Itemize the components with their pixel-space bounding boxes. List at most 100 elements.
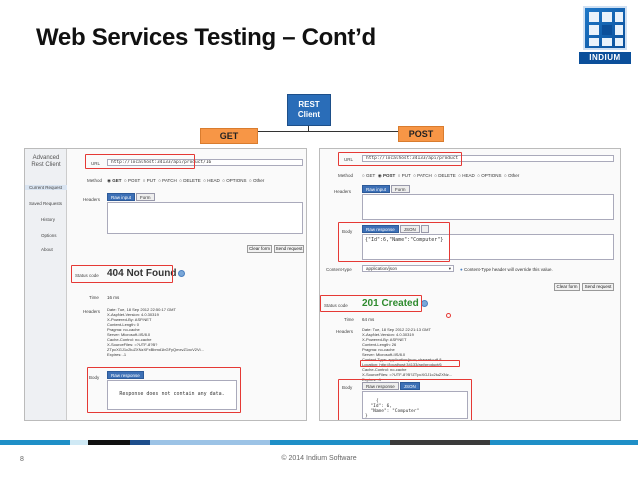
indium-logo: INDIUM (579, 6, 631, 64)
status-code-label: Status code (75, 273, 99, 278)
radio-head[interactable]: ○ HEAD (203, 178, 220, 183)
page-number: 8 (20, 456, 24, 463)
time-label: Time (344, 317, 354, 322)
body-textarea[interactable]: {"Id":6,"Name":"Computer"} (362, 234, 614, 260)
radio-post[interactable]: ○ POST (123, 178, 141, 183)
response-json: { "Id": 6, "Name": "Computer" } (365, 399, 420, 419)
radio-other[interactable]: ○ Other (249, 178, 265, 183)
status-highlight (71, 265, 173, 283)
radio-put[interactable]: ○ PUT (397, 173, 411, 178)
url-label: URL (91, 161, 101, 166)
get-screenshot: Advanced Rest Client Current Request Sav… (24, 148, 307, 421)
time-value: 16 ms (107, 295, 120, 300)
body-label: Body (89, 375, 100, 380)
response-body: { "Id": 6, "Name": "Computer" } (362, 391, 468, 419)
body-text: {"Id":6,"Name":"Computer"} (365, 237, 444, 243)
body-tabs: Raw response (107, 371, 145, 379)
info-icon (178, 269, 186, 277)
tab-raw-response[interactable]: Raw response (362, 382, 399, 390)
response-body: Response does not contain any data. (107, 380, 237, 410)
send-request-button[interactable]: Send request (582, 283, 614, 291)
sidebar-item-history[interactable]: History (41, 217, 56, 222)
content-type-note-text: Content-Type header will override this v… (463, 267, 553, 272)
headers-textarea[interactable] (362, 194, 614, 220)
connector (308, 126, 309, 131)
content-type-label: Content-type (326, 267, 352, 272)
sidebar-item-about[interactable]: About (41, 247, 53, 252)
response-headers: Date: Tue, 18 Sep 2012 22:50:17 GMT X-As… (107, 307, 204, 357)
send-request-button[interactable]: Send request (274, 245, 304, 253)
method-label: Method (87, 178, 103, 183)
radio-other[interactable]: ○ Other (504, 173, 520, 178)
sidebar-item-options[interactable]: Options (41, 233, 57, 238)
response-body-text: Response does not contain any data. (119, 391, 225, 397)
logo-text: INDIUM (579, 52, 631, 64)
method-options[interactable]: ◉ GET ○ POST ○ PUT ○ PATCH ○ DELETE ○ HE… (107, 178, 264, 184)
body-tabs: Raw response JSON (362, 225, 430, 233)
url-input[interactable]: http://localhost:34133/api/product/16 (107, 159, 303, 166)
post-tag: POST (398, 126, 444, 142)
time-label: Time (89, 295, 99, 300)
response-headers-label: Headers (83, 309, 101, 314)
tab-raw-input[interactable]: Raw input (362, 185, 391, 193)
radio-options[interactable]: ○ OPTIONS (477, 173, 502, 178)
headers-label: Headers (334, 189, 352, 194)
footer-color-bar (0, 440, 638, 445)
radio-put[interactable]: ○ PUT (142, 178, 156, 183)
radio-get[interactable]: ○ GET (362, 173, 376, 178)
radio-head[interactable]: ○ HEAD (458, 173, 475, 178)
headers-textarea[interactable] (107, 202, 303, 234)
headers-label: Headers (83, 197, 101, 202)
tab-raw-input[interactable]: Raw input (107, 193, 136, 201)
get-tag: GET (200, 128, 258, 144)
body-label: Body (342, 385, 353, 390)
sidebar-item-saved-requests[interactable]: Saved Requests (29, 201, 63, 206)
sidebar-item-current-request[interactable]: Current Request (25, 185, 67, 190)
cube-icon (583, 6, 627, 50)
tab-raw-input[interactable]: Raw response (362, 225, 399, 233)
clear-form-button[interactable]: Clear form (554, 283, 580, 291)
tab-form[interactable]: Form (391, 185, 410, 193)
sidebar: Advanced Rest Client Current Request Sav… (25, 149, 67, 420)
response-body-tabs: Raw response JSON (362, 382, 421, 390)
body-highlight (338, 222, 450, 262)
copyright: © 2014 Indium Software (281, 455, 357, 462)
method-options[interactable]: ○ GET ◉ POST ○ PUT ○ PATCH ○ DELETE ○ HE… (362, 173, 519, 179)
body-highlight (87, 367, 241, 413)
url-highlight (338, 152, 462, 166)
chevron-down-icon: ▾ (448, 266, 451, 271)
status-code-value: 404 Not Found (107, 268, 186, 279)
clear-form-button[interactable]: Clear form (247, 245, 272, 253)
url-highlight (85, 154, 195, 169)
response-body-highlight (338, 379, 472, 420)
tab-form[interactable]: JSON (399, 225, 420, 233)
url-label: URL (344, 157, 354, 162)
info-icon: ● (460, 267, 463, 272)
url-input[interactable]: http://localhost:34133/api/product (362, 155, 614, 162)
radio-patch[interactable]: ○ PATCH (413, 173, 432, 178)
tab-file[interactable] (420, 225, 429, 233)
radio-delete[interactable]: ○ DELETE (179, 178, 201, 183)
radio-post[interactable]: ◉ POST (377, 173, 396, 178)
radio-patch[interactable]: ○ PATCH (158, 178, 177, 183)
response-headers: Date: Tue, 18 Sep 2012 22:21:13 GMT X-As… (362, 327, 453, 382)
radio-get[interactable]: ◉ GET (107, 178, 122, 183)
headers-tabs: Raw input Form (362, 185, 411, 193)
radio-options[interactable]: ○ OPTIONS (222, 178, 247, 183)
app-name: Advanced Rest Client (31, 155, 61, 168)
content-type-select[interactable]: application/json ▾ (362, 265, 454, 272)
tab-raw-response[interactable]: Raw response (107, 371, 144, 379)
headers-tabs: Raw input Form (107, 193, 156, 201)
content-type-note: ● Content-Type header will override this… (460, 267, 553, 272)
tab-form[interactable]: Form (136, 193, 155, 201)
method-label: Method (338, 173, 354, 178)
connector (258, 131, 398, 132)
status-highlight (320, 295, 422, 312)
tab-json[interactable]: JSON (399, 382, 420, 390)
marker-icon (446, 313, 451, 318)
slide-title: Web Services Testing – Cont’d (36, 24, 376, 51)
rest-client-label-2: Client (297, 110, 321, 119)
location-highlight (360, 360, 460, 367)
post-screenshot: URL http://localhost:34133/api/product M… (319, 148, 621, 421)
radio-delete[interactable]: ○ DELETE (434, 173, 456, 178)
